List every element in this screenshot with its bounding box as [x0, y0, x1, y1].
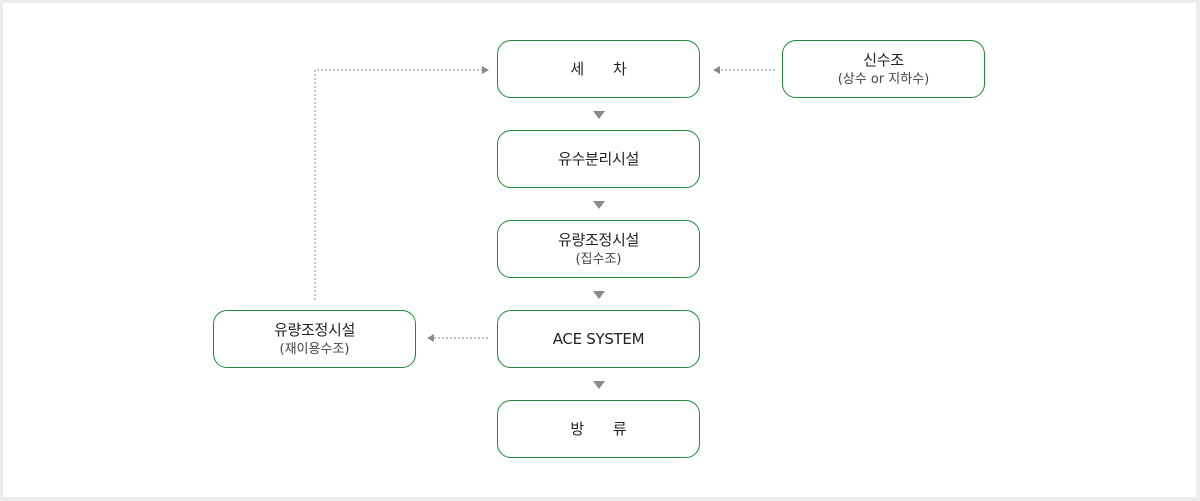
- node-flow-adjust-reuse: 유량조정시설 (재이용수조): [213, 310, 416, 368]
- down-arrow-1: [593, 111, 605, 119]
- reuse-to-wash-arrowhead: [482, 66, 489, 74]
- node-discharge: 방 류: [497, 400, 700, 458]
- node-oil-separator: 유수분리시설: [497, 130, 700, 188]
- node-flow-adjust-reuse-label: 유량조정시설: [273, 320, 355, 339]
- node-flow-adjust-collect-sub: (집수조): [575, 251, 622, 267]
- node-oil-separator-label: 유수분리시설: [557, 149, 639, 168]
- node-ace-system-label: ACE SYSTEM: [552, 329, 645, 348]
- down-arrow-2: [593, 201, 605, 209]
- node-flow-adjust-collect: 유량조정시설 (집수조): [497, 220, 700, 278]
- node-flow-adjust-collect-label: 유량조정시설: [557, 230, 639, 249]
- node-new-water-tank: 신수조 (상수 or 지하수): [782, 40, 985, 98]
- node-flow-adjust-reuse-sub: (재이용수조): [279, 341, 350, 357]
- reuse-to-wash-line: [314, 69, 482, 300]
- new-water-to-wash-arrowhead: [713, 66, 720, 74]
- node-discharge-label: 방 류: [570, 419, 639, 438]
- down-arrow-4: [593, 381, 605, 389]
- down-arrow-3: [593, 291, 605, 299]
- node-ace-system: ACE SYSTEM: [497, 310, 700, 368]
- node-wash: 세 차: [497, 40, 700, 98]
- node-new-water-tank-sub: (상수 or 지하수): [837, 71, 930, 87]
- node-new-water-tank-label: 신수조: [863, 50, 904, 69]
- node-wash-label: 세 차: [570, 59, 639, 78]
- ace-to-reuse-arrowhead: [427, 334, 434, 342]
